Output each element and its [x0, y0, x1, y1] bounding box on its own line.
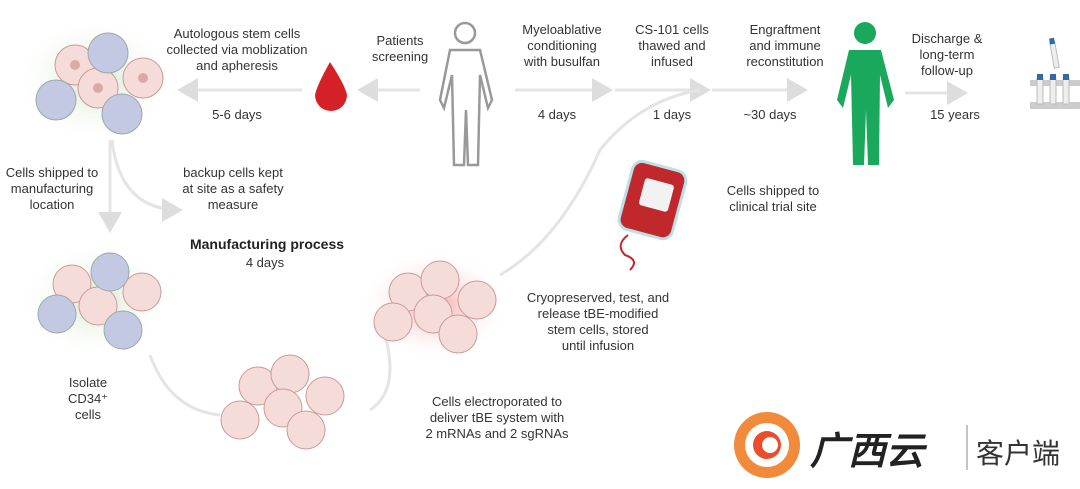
collection-duration: 5-6 days: [212, 107, 262, 122]
cell-cluster-collected: [15, 15, 175, 145]
shipped-manufacturing-label: Cells shipped to manufacturing location: [5, 165, 99, 212]
screening-label: Patients screening: [371, 33, 429, 64]
backup-cells-label: backup cells kept at site as a safety me…: [182, 165, 284, 212]
patient-outline-icon: [438, 21, 494, 167]
engraftment-duration: ~30 days: [743, 107, 797, 122]
cell-cluster-cryopreserved: [360, 250, 510, 360]
shipped-clinical-label: Cells shipped to clinical trial site: [726, 183, 820, 214]
conditioning-label: Myeloablative conditioning with busulfan: [522, 22, 602, 69]
logo-swirl-icon: [734, 412, 800, 478]
infusion-duration: 1 days: [652, 107, 692, 122]
logo-suffix: 客户端: [976, 437, 1061, 470]
cell-cluster-isolated: [20, 240, 170, 360]
blood-drop-icon: [315, 62, 347, 111]
manufacturing-duration: 4 days: [245, 255, 285, 270]
followup-duration: 15 years: [930, 107, 980, 122]
timeline-arrows: [98, 78, 968, 417]
blood-bag-icon: [617, 159, 688, 271]
electroporation-label: Cells electroporated to deliver tBE syst…: [425, 394, 569, 441]
conditioning-duration: 4 days: [537, 107, 577, 122]
manufacturing-title: Manufacturing process: [189, 236, 345, 252]
test-tubes-icon: [1030, 37, 1080, 109]
infusion-label: CS-101 cells thawed and infused: [635, 22, 709, 69]
logo-name: 广西云: [810, 428, 925, 473]
cell-cluster-edited: [220, 354, 345, 450]
cryopreserved-label: Cryopreserved, test, and release tBE-mod…: [526, 290, 670, 353]
collection-label: Autologous stem cells collected via mobl…: [166, 26, 308, 73]
engraftment-label: Engraftment and immune reconstitution: [746, 22, 824, 69]
isolate-cd34-label: Isolate CD34⁺ cells: [67, 375, 109, 422]
healthy-patient-icon: [837, 22, 894, 165]
followup-label: Discharge & long-term follow-up: [911, 31, 983, 78]
